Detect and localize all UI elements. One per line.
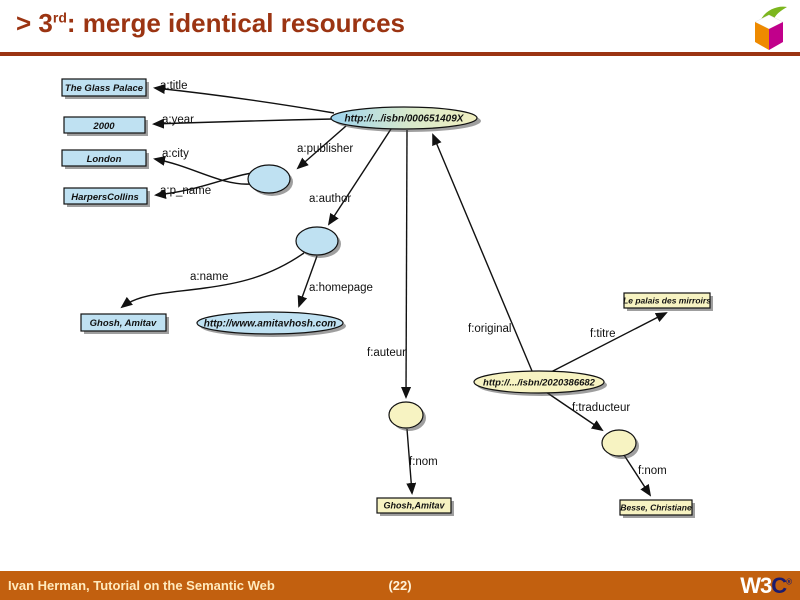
title-prefix: > 3 [16,8,53,38]
edge-label-a-year: a:year [162,114,194,126]
resource-node-isbn-en-merged: http://.../isbn/000651409X [330,106,481,132]
edge-label-f-nom-right: f:nom [638,465,667,477]
edge-lines [120,84,668,497]
edge-label-f-auteur: f:auteur [367,347,406,359]
header-rule [0,52,800,56]
edge-a-author [327,128,392,226]
page-title: > 3rd: merge identical resources [16,8,405,39]
resource-node-isbn-fr: http://.../isbn/2020386682 [473,370,607,396]
footer-author-text: Ivan Herman, Tutorial on the Semantic We… [8,578,275,593]
literal-node-glass-palace: The Glass Palace [61,78,149,99]
edge-label-f-original: f:original [468,323,511,335]
slide-footer: Ivan Herman, Tutorial on the Semantic We… [0,571,800,600]
edge-f-traducteur [545,391,604,432]
edge-f-auteur [401,129,412,399]
edge-label-a-p-name: a:p_name [160,185,211,197]
literal-text: Ghosh,Amitav [383,501,445,511]
literal-node-london: London [61,149,149,169]
edge-a-homepage [297,255,318,308]
w3c-logo-mark: ® [786,577,792,587]
literal-node-harperscollins: HarpersCollins [63,187,150,207]
edge-label-a-homepage: a:homepage [309,282,373,294]
literal-text: Besse, Christiane [620,503,692,513]
resource-uri-text: http://www.amitavhosh.com [204,319,337,330]
literal-text: Le palais des mirroirs [623,296,711,306]
edge-label-a-title: a:title [160,80,188,92]
title-rest: : merge identical resources [66,8,406,38]
blank-node-traducteur [601,429,639,459]
literal-node-ghosh-bottom: Ghosh,Amitav [376,497,454,516]
edge-label-f-nom-left: f:nom [409,456,438,468]
literal-text: 2000 [92,121,115,132]
edge-a-city [153,155,251,185]
literal-node-year: 2000 [63,116,148,136]
edge-a-name [120,252,305,309]
resource-node-homepage: http://www.amitavhosh.com [196,311,346,337]
edge-label-a-city: a:city [162,148,189,160]
title-superscript: rd [52,9,67,26]
edge-label-f-traducteur: f:traducteur [572,402,630,414]
literal-node-ghosh-left: Ghosh, Amitav [80,313,169,334]
edge-a-title [153,84,335,114]
literal-node-palais: Le palais des mirroirs [623,292,713,311]
w3c-logo: W3C® [740,573,792,599]
w3c-logo-w3: W3 [740,573,772,598]
edge-f-titre [550,312,668,373]
tutorial-cube-icon [754,6,787,50]
edge-f-nom-left [406,428,417,495]
edge-a-p-name [154,172,253,200]
page-number: (22) [388,578,412,593]
slide-header: > 3rd: merge identical resources [0,0,800,58]
edge-label-a-publisher: a:publisher [297,143,353,155]
edge-f-nom-right [623,454,652,497]
literal-node-besse: Besse, Christiane [619,499,695,518]
edge-labels: a:title a:year a:publisher a:author a:ci… [160,80,667,477]
blank-node-author [295,226,341,258]
edge-f-original [432,133,533,372]
edge-label-a-author: a:author [309,193,351,205]
edge-label-f-titre: f:titre [590,328,616,340]
blank-node-auteur [388,401,426,431]
literal-text: HarpersCollins [71,192,139,203]
literal-text: Ghosh, Amitav [90,318,157,329]
w3c-logo-c: C [771,573,787,598]
blank-node-publisher [247,164,293,196]
resource-uri-text: http://.../isbn/2020386682 [483,378,596,389]
edge-a-year [152,118,334,129]
literal-text: The Glass Palace [65,83,144,94]
edge-a-publisher [296,125,347,170]
edge-label-a-name: a:name [190,271,228,283]
literal-text: London [87,154,122,165]
resource-uri-text: http://.../isbn/000651409X [345,114,465,125]
